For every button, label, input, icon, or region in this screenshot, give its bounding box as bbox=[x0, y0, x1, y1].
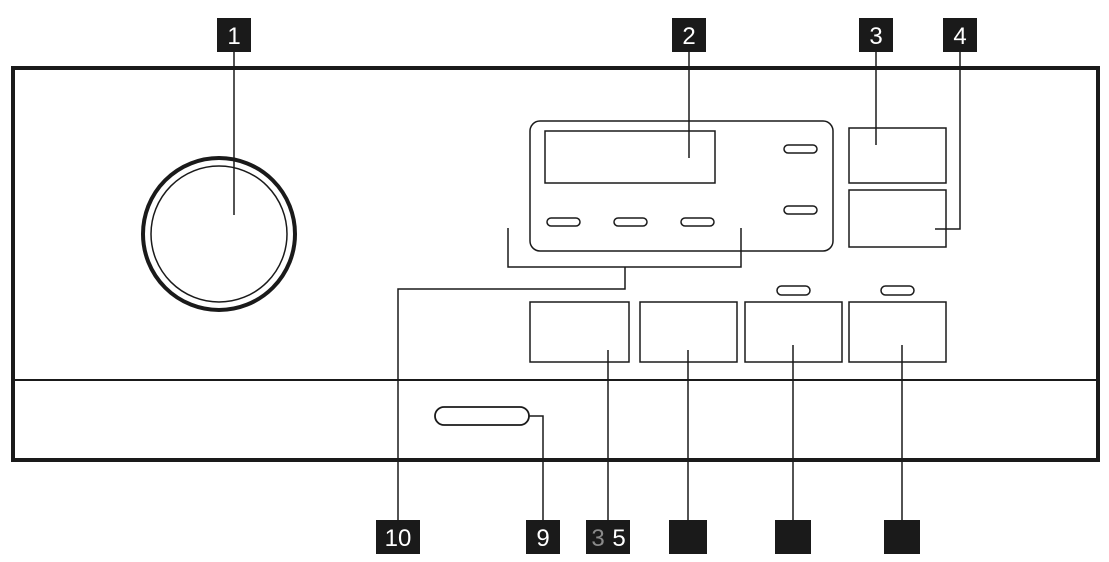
callout-box-3 bbox=[859, 18, 893, 52]
callout-5-prefix: 3 bbox=[591, 525, 604, 552]
option-button-1[interactable] bbox=[529, 301, 630, 363]
program-knob-inner bbox=[150, 165, 288, 303]
option-led-3 bbox=[776, 285, 811, 296]
option-led-4 bbox=[880, 285, 915, 296]
callout-box-9 bbox=[526, 520, 560, 554]
program-knob-outer[interactable] bbox=[141, 156, 297, 312]
display-indicator-bottom-2 bbox=[613, 217, 648, 227]
leader-9 bbox=[529, 415, 544, 520]
callout-10: 10 bbox=[385, 525, 412, 552]
display-indicator-bottom-1 bbox=[546, 217, 581, 227]
display-indicator-top bbox=[783, 144, 818, 154]
callout-box-1 bbox=[217, 18, 251, 52]
leader-10 bbox=[397, 267, 626, 520]
button-4[interactable] bbox=[848, 189, 947, 248]
leader-lines bbox=[233, 52, 961, 520]
callout-9: 9 bbox=[536, 525, 549, 552]
callout-box-4 bbox=[943, 18, 977, 52]
leader-4 bbox=[935, 52, 961, 230]
display-indicator-mid bbox=[783, 205, 818, 215]
callout-box-8 bbox=[884, 520, 920, 554]
callout-box-7 bbox=[775, 520, 811, 554]
option-button-4[interactable] bbox=[848, 301, 947, 363]
display-module bbox=[529, 120, 834, 252]
panel-outline bbox=[11, 66, 1100, 462]
button-3[interactable] bbox=[848, 127, 947, 184]
callout-box-10 bbox=[376, 520, 420, 554]
callout-box-2 bbox=[672, 18, 706, 52]
handle-slot[interactable] bbox=[434, 406, 530, 426]
callout-4: 4 bbox=[953, 23, 966, 50]
callout-2: 2 bbox=[682, 23, 695, 50]
callout-1: 1 bbox=[227, 23, 240, 50]
callout-box-5 bbox=[586, 520, 630, 554]
display-screen bbox=[544, 130, 716, 184]
callout-5: 5 bbox=[612, 525, 625, 552]
callout-box-6 bbox=[669, 520, 707, 554]
leader-10-bracket bbox=[507, 228, 742, 268]
callout-3: 3 bbox=[869, 23, 882, 50]
display-indicator-bottom-3 bbox=[680, 217, 715, 227]
